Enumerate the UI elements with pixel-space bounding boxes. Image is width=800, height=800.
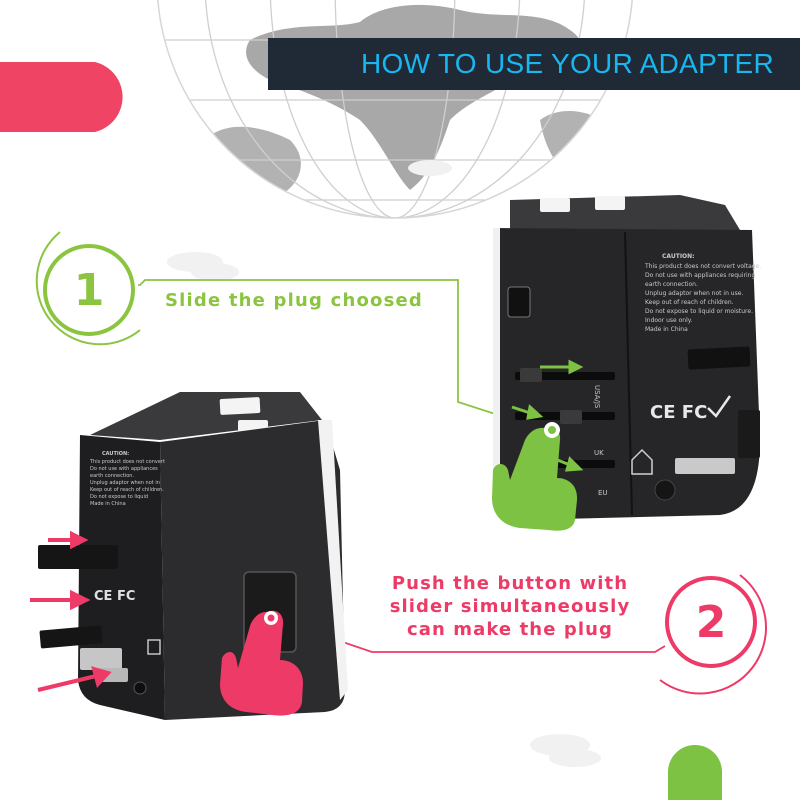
svg-text:earth connection.: earth connection. — [645, 281, 698, 288]
step-2-line-2: slider simultaneously — [389, 596, 631, 617]
svg-text:Keep out of reach of children.: Keep out of reach of children. — [90, 487, 164, 493]
step-1-number: 1 — [73, 264, 105, 316]
pink-tab-shape — [0, 62, 123, 132]
green-hand-icon — [492, 422, 578, 531]
svg-text:Do not expose to liquid or moi: Do not expose to liquid or moisture. — [645, 308, 753, 315]
pink-hand-icon — [220, 610, 303, 716]
svg-text:Do not expose to liquid: Do not expose to liquid — [90, 494, 148, 500]
svg-text:Made in China: Made in China — [90, 501, 126, 507]
svg-text:Indoor use only.: Indoor use only. — [645, 317, 692, 324]
step-2-number: 2 — [695, 596, 727, 648]
title-banner: HOW TO USE YOUR ADAPTER — [268, 38, 800, 90]
svg-text:Keep out of reach of children.: Keep out of reach of children. — [645, 299, 734, 306]
cloud-shapes — [167, 160, 601, 767]
svg-text:Made in China: Made in China — [645, 326, 688, 333]
svg-text:CE FC: CE FC — [94, 589, 135, 604]
svg-text:EU: EU — [598, 489, 608, 497]
svg-text:Do not use with appliances: Do not use with appliances — [90, 466, 158, 472]
svg-text:Unplug adaptor when not in: Unplug adaptor when not in — [90, 480, 160, 486]
svg-text:earth connection.: earth connection. — [90, 473, 134, 479]
svg-text:This product does not convert: This product does not convert — [89, 459, 165, 465]
svg-text:Unplug adaptor when not in use: Unplug adaptor when not in use. — [645, 290, 743, 297]
step-2-badge — [659, 574, 767, 695]
svg-text:UK: UK — [594, 449, 604, 457]
step-1-instruction: Slide the plug choosed — [165, 290, 424, 311]
step-2-line-3: can make the plug — [406, 619, 614, 640]
adapter-top-right: CE FC CAUTION: This product does not con… — [493, 195, 761, 520]
svg-text:This product does not convert: This product does not convert voltage. — [644, 263, 761, 270]
page-title: HOW TO USE YOUR ADAPTER — [361, 48, 774, 79]
green-tab-shape — [668, 745, 722, 800]
svg-text:USA/JS: USA/JS — [593, 385, 601, 409]
svg-text:CAUTION:: CAUTION: — [662, 253, 695, 260]
step-1-connector — [138, 279, 546, 431]
step-2-line-1: Push the button with — [391, 573, 629, 594]
svg-text:CAUTION:: CAUTION: — [102, 451, 129, 457]
globe-graphic — [157, 0, 633, 219]
svg-text:Do not use with appliances req: Do not use with appliances requiring — [645, 272, 755, 279]
step-2-instruction: Push the button with slider simultaneous… — [370, 572, 650, 641]
adapter-bottom-left: CAUTION: This product does not convert D… — [30, 392, 348, 720]
step-1-badge — [35, 231, 141, 346]
svg-text:CE FC: CE FC — [650, 402, 707, 423]
